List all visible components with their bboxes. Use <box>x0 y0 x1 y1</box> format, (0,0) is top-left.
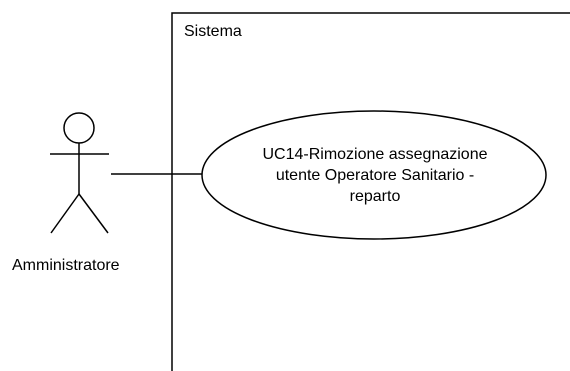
use-case-label-line: reparto <box>349 188 401 205</box>
use-case-ellipse <box>201 110 547 240</box>
system-boundary <box>171 12 570 371</box>
actor-label: Amministratore <box>12 257 120 274</box>
actor-head <box>63 112 95 144</box>
actor-figure <box>50 112 109 234</box>
use-case-label-line: UC14-Rimozione assegnazione <box>262 146 488 163</box>
use-case-label-line: utente Operatore Sanitario - <box>275 167 475 184</box>
actor-left-leg <box>50 193 80 234</box>
system-label: Sistema <box>184 23 242 40</box>
actor-right-leg <box>78 193 109 234</box>
use-case-label: UC14-Rimozione assegnazione utente Opera… <box>212 144 538 207</box>
